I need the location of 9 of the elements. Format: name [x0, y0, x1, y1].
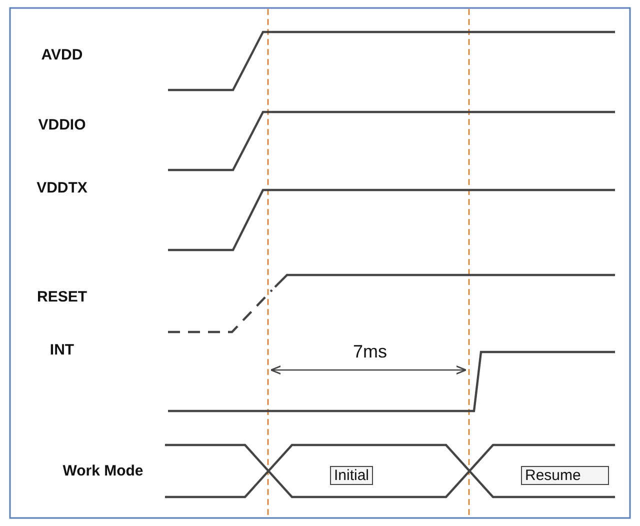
dimension-label: 7ms	[353, 342, 387, 362]
signal-name: VDDIO	[38, 116, 86, 134]
state-label: Resume	[521, 466, 609, 485]
signal-name: VDDTX	[36, 180, 88, 196]
signal-name: AVDD	[41, 46, 83, 64]
signal-name: INT	[50, 342, 74, 358]
state-label: Initial	[330, 466, 374, 485]
signal-name: Work Mode	[62, 462, 144, 480]
signal-name: RESET	[37, 288, 87, 306]
